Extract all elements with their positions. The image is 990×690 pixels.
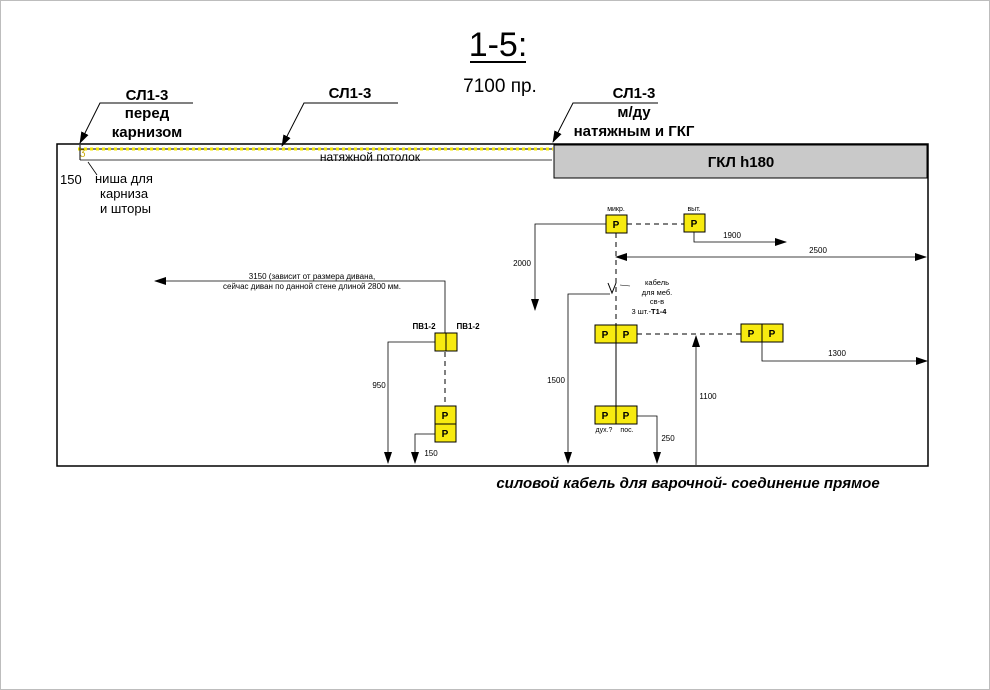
cable-note-line1: кабель [645,278,669,287]
cable-note-tick [607,282,617,295]
socket-pos-letter: Р [623,411,630,422]
socket-left-lower [434,423,457,443]
dim-1500-arrow [564,293,610,464]
gkl-label: ГКЛ h180 [708,154,775,171]
dim-250: 250 [661,434,675,443]
cable-note-line3: св-в [650,297,664,306]
callout-left-line3: карнизом [112,124,182,141]
cable-note-leader [619,284,631,287]
dim-250-arrow [637,415,661,464]
dim-1300-arrow [761,342,928,365]
socket-pos [615,405,638,425]
dim-1100: 1100 [699,392,717,401]
socket-mid-left-letter: Р [602,330,609,341]
label-duh: дух.? [596,427,613,434]
dim-2000-arrow [531,223,606,311]
socket-left-lower-letter: Р [442,429,449,440]
callout-left-line2: перед [125,105,170,122]
socket-left-upper-letter: Р [442,411,449,422]
socket-vyt [683,213,706,233]
dim-150: 150 [424,449,438,458]
socket-duh-letter: Р [602,411,609,422]
dim-950: 950 [372,381,386,390]
page-subtitle: 7100 пр. [463,76,537,97]
callout-right-line2: м/ду [617,104,651,121]
sofa-note-line2: сейчас диван по данной стене длиной 2800… [223,282,401,291]
page-title: 1-5: [469,26,528,64]
niche-leader [87,161,98,176]
gkl-box [553,144,928,179]
niche-dim: 150 [60,172,82,187]
wall-outline [56,143,929,467]
label-pos: пос. [620,427,633,434]
dim-2000: 2000 [513,259,531,268]
pv-label-left: ПВ1-2 [412,322,436,331]
callout-left-leader [79,102,193,144]
dim-150-arrow [411,433,435,464]
cable-note-line4-prefix: 3 шт.- [632,307,652,316]
niche-line3: и шторы [100,201,151,216]
callout-right-line3: натяжным и ГКГ [574,123,695,140]
label-mikr: микр. [607,206,625,213]
dim-1900-arrow [693,232,787,246]
led-strip-end-left: ʒ [80,147,86,158]
label-vyt: выт. [687,206,700,213]
cable-note-line4-bold: Т1-4 [651,307,667,316]
dim-1500: 1500 [547,376,565,385]
niche-line1: ниша для [95,171,153,186]
footer-note: силовой кабель для варочной- соединение … [496,475,879,492]
callout-left-line1: СЛ1-3 [126,87,169,104]
dim-1900: 1900 [723,231,741,240]
callout-right-leader [552,102,658,143]
socket-right-right-letter: Р [769,329,776,340]
socket-vyt-letter: Р [691,219,698,230]
socket-mid-right-letter: Р [623,330,630,341]
ceiling-label: натяжной потолок [320,150,421,164]
socket-right-left-letter: Р [748,329,755,340]
niche-line2: карниза [100,186,149,201]
dim-2500-arrow-left [615,253,627,261]
callout-mid-leader [281,102,398,147]
callout-mid-line1: СЛ1-3 [329,85,372,102]
dim-2500: 2500 [809,246,827,255]
dim-950-arrow [384,341,435,464]
cable-note-line2: для меб. [642,288,673,297]
dim-1300: 1300 [828,349,846,358]
sofa-dim-arrow [154,277,446,333]
sofa-note-line1: 3150 (зависит от размера дивана, [249,272,375,281]
socket-mikr-letter: Р [613,220,620,231]
callout-right-line1: СЛ1-3 [613,85,656,102]
socket-right-right [761,323,784,343]
pv-label-right: ПВ1-2 [456,322,480,331]
